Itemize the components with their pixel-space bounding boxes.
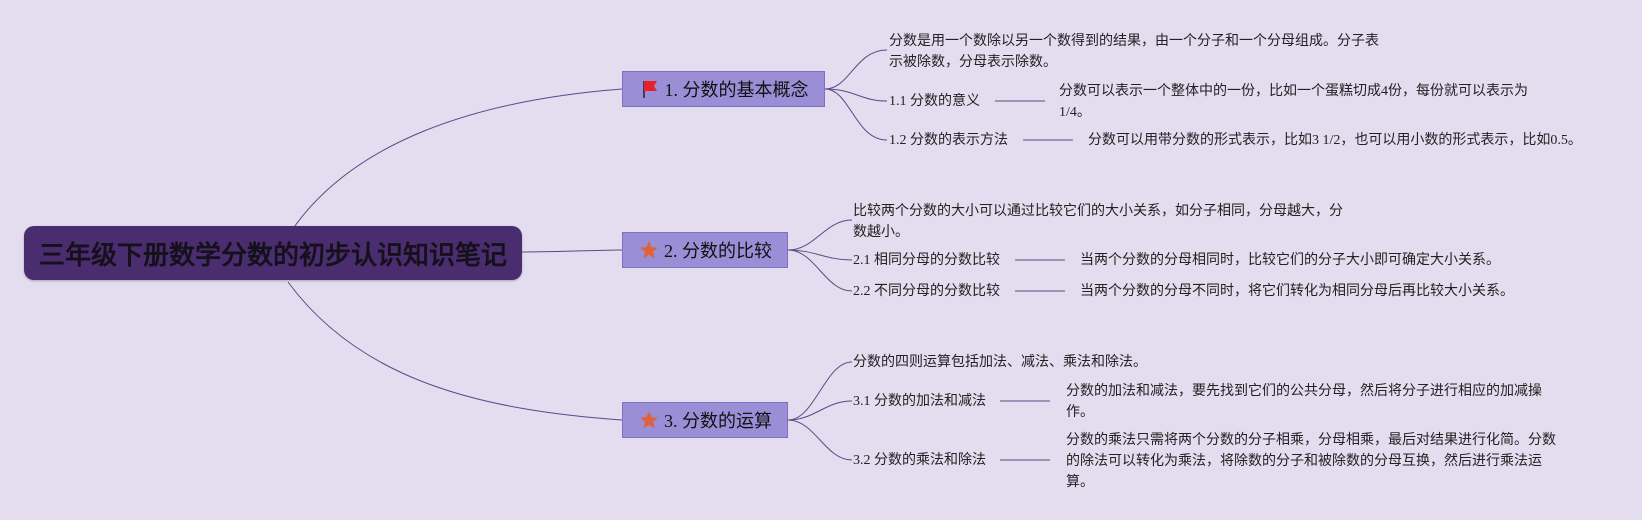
branch-1-child-1-title: 1.1 分数的意义 [889,94,980,109]
connector-b3-child2 [787,419,853,461]
branch-2-child-1-title: 2.1 相同分母的分数比较 [853,253,1000,268]
star-icon [638,239,660,261]
connector-b3-summary [787,361,853,421]
branch-1-child-2-detail: 分数可以用带分数的形式表示，比如3 1/2，也可以用小数的形式表示，比如0.5。 [1088,133,1582,148]
branch-1-label: 1. 分数的基本概念 [664,80,809,100]
root-node[interactable]: 三年级下册数学分数的初步认识知识笔记 [24,226,522,280]
connector-b1-child1 [824,88,888,102]
branch-3-child-2-title: 3.2 分数的乘法和除法 [853,453,986,468]
branch-node-1[interactable]: 1. 分数的基本概念 [622,71,825,107]
branch-2-summary: 比较两个分数的大小可以通过比较它们的大小关系，如分子相同，分母越大，分数越小。 [853,204,1343,240]
branch-3-child-1-detail: 分数的加法和减法，要先找到它们的公共分母，然后将分子进行相应的加减操作。 [1066,384,1542,420]
branch-2-child-2-detail: 当两个分数的分母不同时，将它们转化为相同分母后再比较大小关系。 [1080,284,1514,299]
branch-node-3[interactable]: 3. 分数的运算 [622,402,788,438]
connector-root-branch-2 [521,249,623,253]
flag-icon [639,78,661,100]
connector-b1-summary [824,49,888,90]
connector-b3-child1 [787,400,853,421]
branch-2-child-2-title: 2.2 不同分母的分数比较 [853,284,1000,299]
star-icon [638,409,660,431]
branch-3-label: 3. 分数的运算 [664,411,772,431]
connector-b2-child2 [787,249,853,292]
connector-b1-child2 [824,88,888,141]
branch-3-summary: 分数的四则运算包括加法、减法、乘法和除法。 [853,355,1147,370]
branch-3-child-1-title: 3.1 分数的加法和减法 [853,394,986,409]
branch-3-child-2-detail: 分数的乘法只需将两个分数的分子相乘，分母相乘，最后对结果进行化简。分数的除法可以… [1066,433,1556,490]
connector-root-branch-1 [287,88,623,237]
branch-node-2[interactable]: 2. 分数的比较 [622,232,788,268]
connector-root-branch-3 [287,281,623,421]
branch-2-child-1-detail: 当两个分数的分母相同时，比较它们的分子大小即可确定大小关系。 [1080,253,1500,268]
branch-1-child-2-title: 1.2 分数的表示方法 [889,133,1008,148]
connector-b2-child1 [787,249,853,261]
connector-b2-summary [787,219,853,251]
branch-2-label: 2. 分数的比较 [664,241,772,261]
root-title: 三年级下册数学分数的初步认识知识笔记 [38,239,507,270]
branch-1-child-1-detail: 分数可以表示一个整体中的一份，比如一个蛋糕切成4份，每份就可以表示为1/4。 [1059,84,1528,120]
branch-1-summary: 分数是用一个数除以另一个数得到的结果，由一个分子和一个分母组成。分子表示被除数，… [889,34,1379,70]
